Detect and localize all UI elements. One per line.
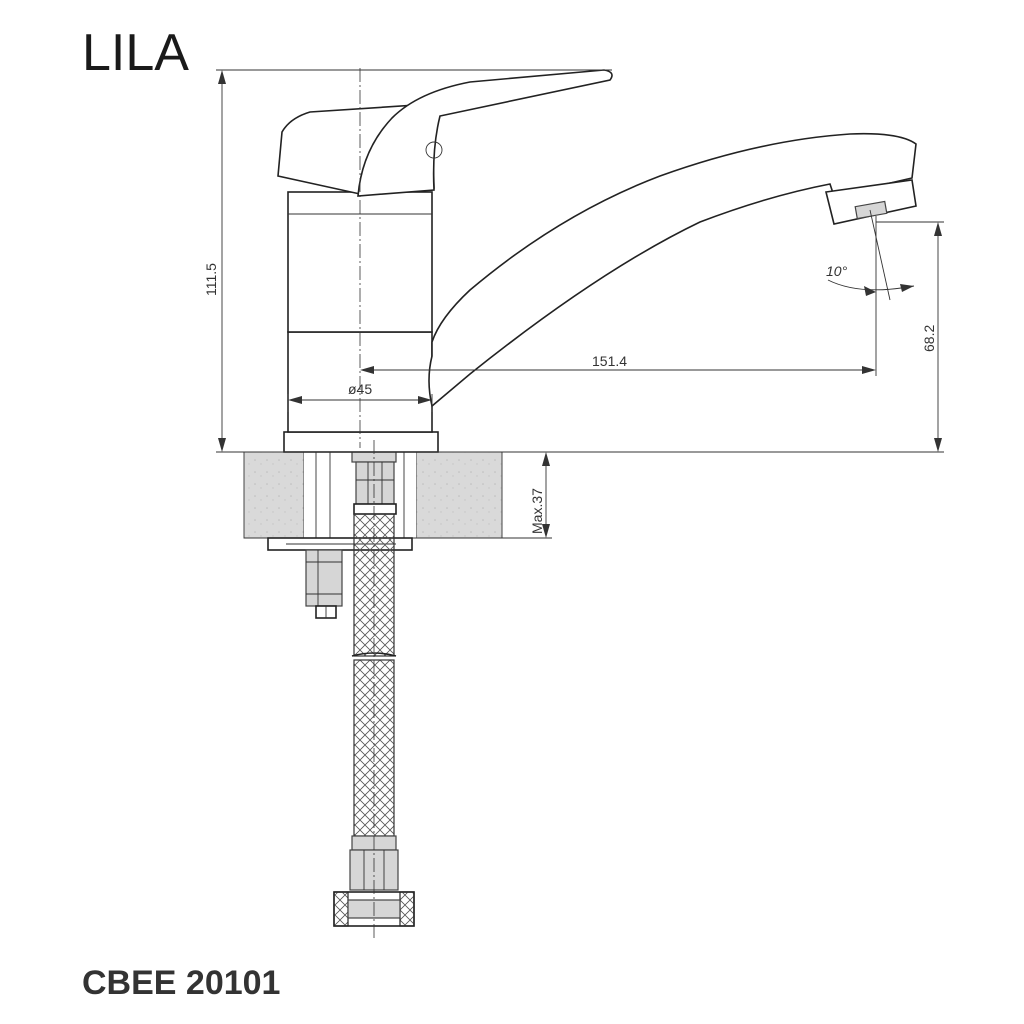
page-title: LILA	[82, 24, 189, 82]
spout-height-label: 68.2	[921, 325, 937, 352]
model-number: CBEE 20101	[82, 964, 280, 1002]
dimension-body-diameter: ø45	[287, 381, 433, 412]
faucet-body	[277, 103, 439, 453]
dimension-spout-height: 68.2	[876, 221, 944, 452]
dimension-spout-angle: 10°	[826, 209, 915, 301]
total-height-label: 111.5	[203, 263, 219, 296]
spout-reach-label: 151.4	[592, 353, 627, 369]
spout-angle-label: 10°	[826, 263, 848, 279]
fixing-bolt	[305, 549, 343, 619]
max-thickness-label: Max.37	[529, 488, 545, 534]
dimension-spout-reach: 151.4	[360, 216, 877, 376]
dimension-max-thickness: Max.37	[502, 452, 552, 539]
lever-handle	[357, 69, 613, 197]
spout	[428, 132, 917, 408]
body-diameter-label: ø45	[348, 381, 372, 397]
dimension-total-height: 111.5	[203, 69, 944, 453]
